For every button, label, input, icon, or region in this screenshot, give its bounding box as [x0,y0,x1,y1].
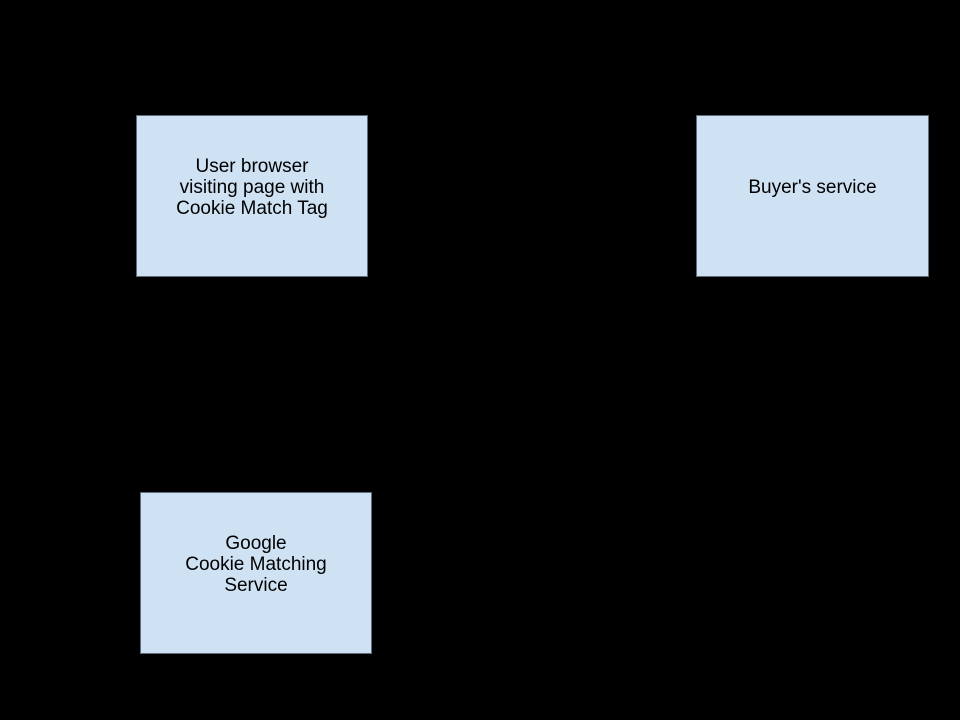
node-google-cookie-matching-service: Google Cookie Matching Service [140,492,372,654]
node-user-browser: User browser visiting page with Cookie M… [136,115,368,277]
node-user-browser-label: User browser visiting page with Cookie M… [176,155,328,219]
node-google-cookie-matching-service-label: Google Cookie Matching Service [185,532,327,596]
node-buyers-service: Buyer's service [696,115,929,277]
node-buyers-service-label: Buyer's service [748,176,877,198]
